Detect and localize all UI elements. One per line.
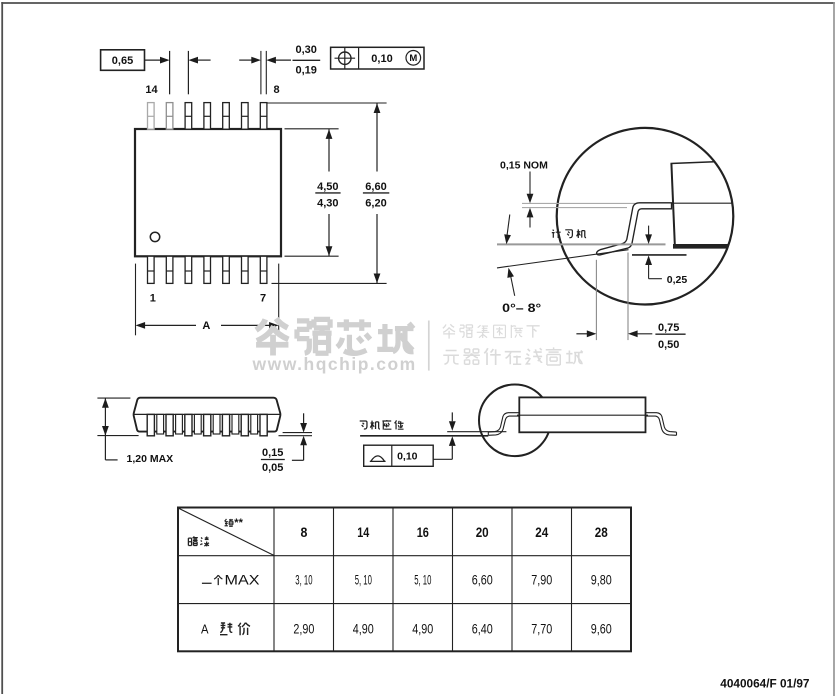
svg-text:24: 24 [535,524,548,540]
svg-text:0°– 8°: 0°– 8° [502,303,541,315]
svg-text:2,90: 2,90 [293,620,314,636]
svg-text:0,65: 0,65 [112,55,133,67]
svg-text:0,10: 0,10 [397,451,418,463]
svg-text:20: 20 [476,524,489,540]
svg-text:5, 10: 5, 10 [355,571,372,587]
svg-text:14: 14 [357,524,369,540]
svg-text:4,50: 4,50 [317,181,338,193]
svg-text:6,60: 6,60 [472,571,493,587]
svg-text:4,90: 4,90 [412,620,433,636]
svg-text:0,30: 0,30 [295,44,316,56]
svg-text:0,15: 0,15 [262,447,283,459]
svg-text:5, 10: 5, 10 [414,571,431,587]
svg-text:6,60: 6,60 [365,181,386,193]
svg-text:28: 28 [595,524,608,540]
svg-text:A: A [201,622,209,636]
svg-text:8: 8 [273,84,279,96]
svg-text:16: 16 [417,524,429,540]
svg-text:1: 1 [150,292,156,304]
svg-text:0,05: 0,05 [262,462,283,474]
svg-text:14: 14 [145,84,158,96]
svg-text:6,40: 6,40 [472,620,493,636]
svg-text:3, 10: 3, 10 [295,571,312,587]
svg-text:A: A [202,320,210,332]
svg-text:7,90: 7,90 [531,571,552,587]
svg-text:7: 7 [260,292,266,304]
svg-text:www.hqchip.com: www.hqchip.com [252,354,417,374]
svg-text:M: M [409,53,417,64]
svg-text:0,15 NOM: 0,15 NOM [500,159,548,171]
svg-text:4,30: 4,30 [317,198,338,210]
svg-text:0,19: 0,19 [295,65,316,77]
svg-text:9,60: 9,60 [591,620,612,636]
svg-text:9,80: 9,80 [591,571,612,587]
svg-text:4,90: 4,90 [353,620,374,636]
svg-text:4040064/F 01/97: 4040064/F 01/97 [720,677,810,691]
svg-text:0,75: 0,75 [658,322,679,334]
svg-text:0,10: 0,10 [371,53,392,65]
svg-text:8: 8 [300,524,307,540]
svg-text:**: ** [234,517,243,529]
svg-text:0,25: 0,25 [667,274,688,286]
svg-text:7,70: 7,70 [531,620,552,636]
svg-text:6,20: 6,20 [365,198,386,210]
svg-text:MAX: MAX [225,572,260,587]
svg-text:1,20 MAX: 1,20 MAX [127,453,174,465]
svg-text:0,50: 0,50 [658,339,679,351]
